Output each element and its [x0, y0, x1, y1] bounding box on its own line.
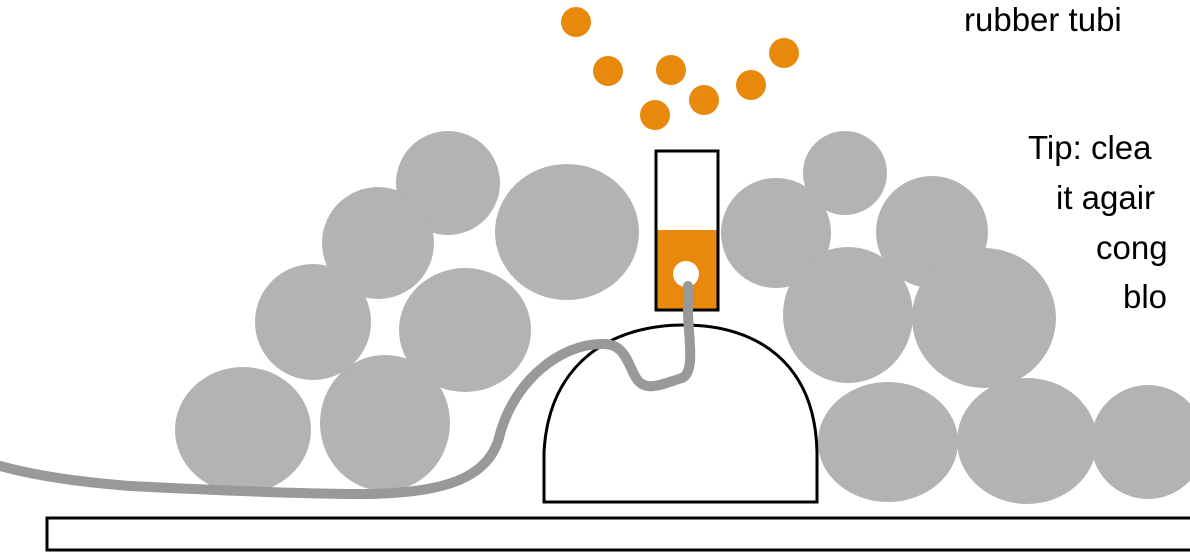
- stone: [803, 131, 887, 215]
- particle: [689, 85, 719, 115]
- tubing-label: rubber tubi: [964, 1, 1122, 38]
- stone: [495, 164, 639, 300]
- particle-spray: [561, 7, 799, 130]
- particle: [769, 38, 799, 68]
- particle: [656, 55, 686, 85]
- tip-line-1: Tip: clea: [1028, 129, 1152, 166]
- base-platform: [45, 516, 1190, 552]
- tip-line-3: cong: [1096, 229, 1168, 266]
- stone: [818, 382, 958, 502]
- stone: [255, 264, 371, 380]
- stone: [783, 247, 913, 383]
- particle: [736, 70, 766, 100]
- particle: [561, 7, 591, 37]
- nozzle-hole: [673, 261, 699, 287]
- dome-base: [542, 323, 819, 504]
- stone: [320, 355, 450, 491]
- stone-pile: [175, 131, 1190, 504]
- tip-line-4: blo: [1123, 278, 1168, 315]
- stone: [912, 248, 1056, 388]
- stone: [175, 367, 311, 493]
- stone: [1091, 385, 1190, 499]
- particle: [640, 100, 670, 130]
- particle: [593, 56, 623, 86]
- stone: [957, 378, 1097, 504]
- tip-line-2: it agair: [1056, 179, 1156, 216]
- stone: [399, 268, 531, 392]
- stone: [322, 187, 434, 299]
- stone: [721, 178, 831, 288]
- rubber-tubing: [0, 306, 696, 499]
